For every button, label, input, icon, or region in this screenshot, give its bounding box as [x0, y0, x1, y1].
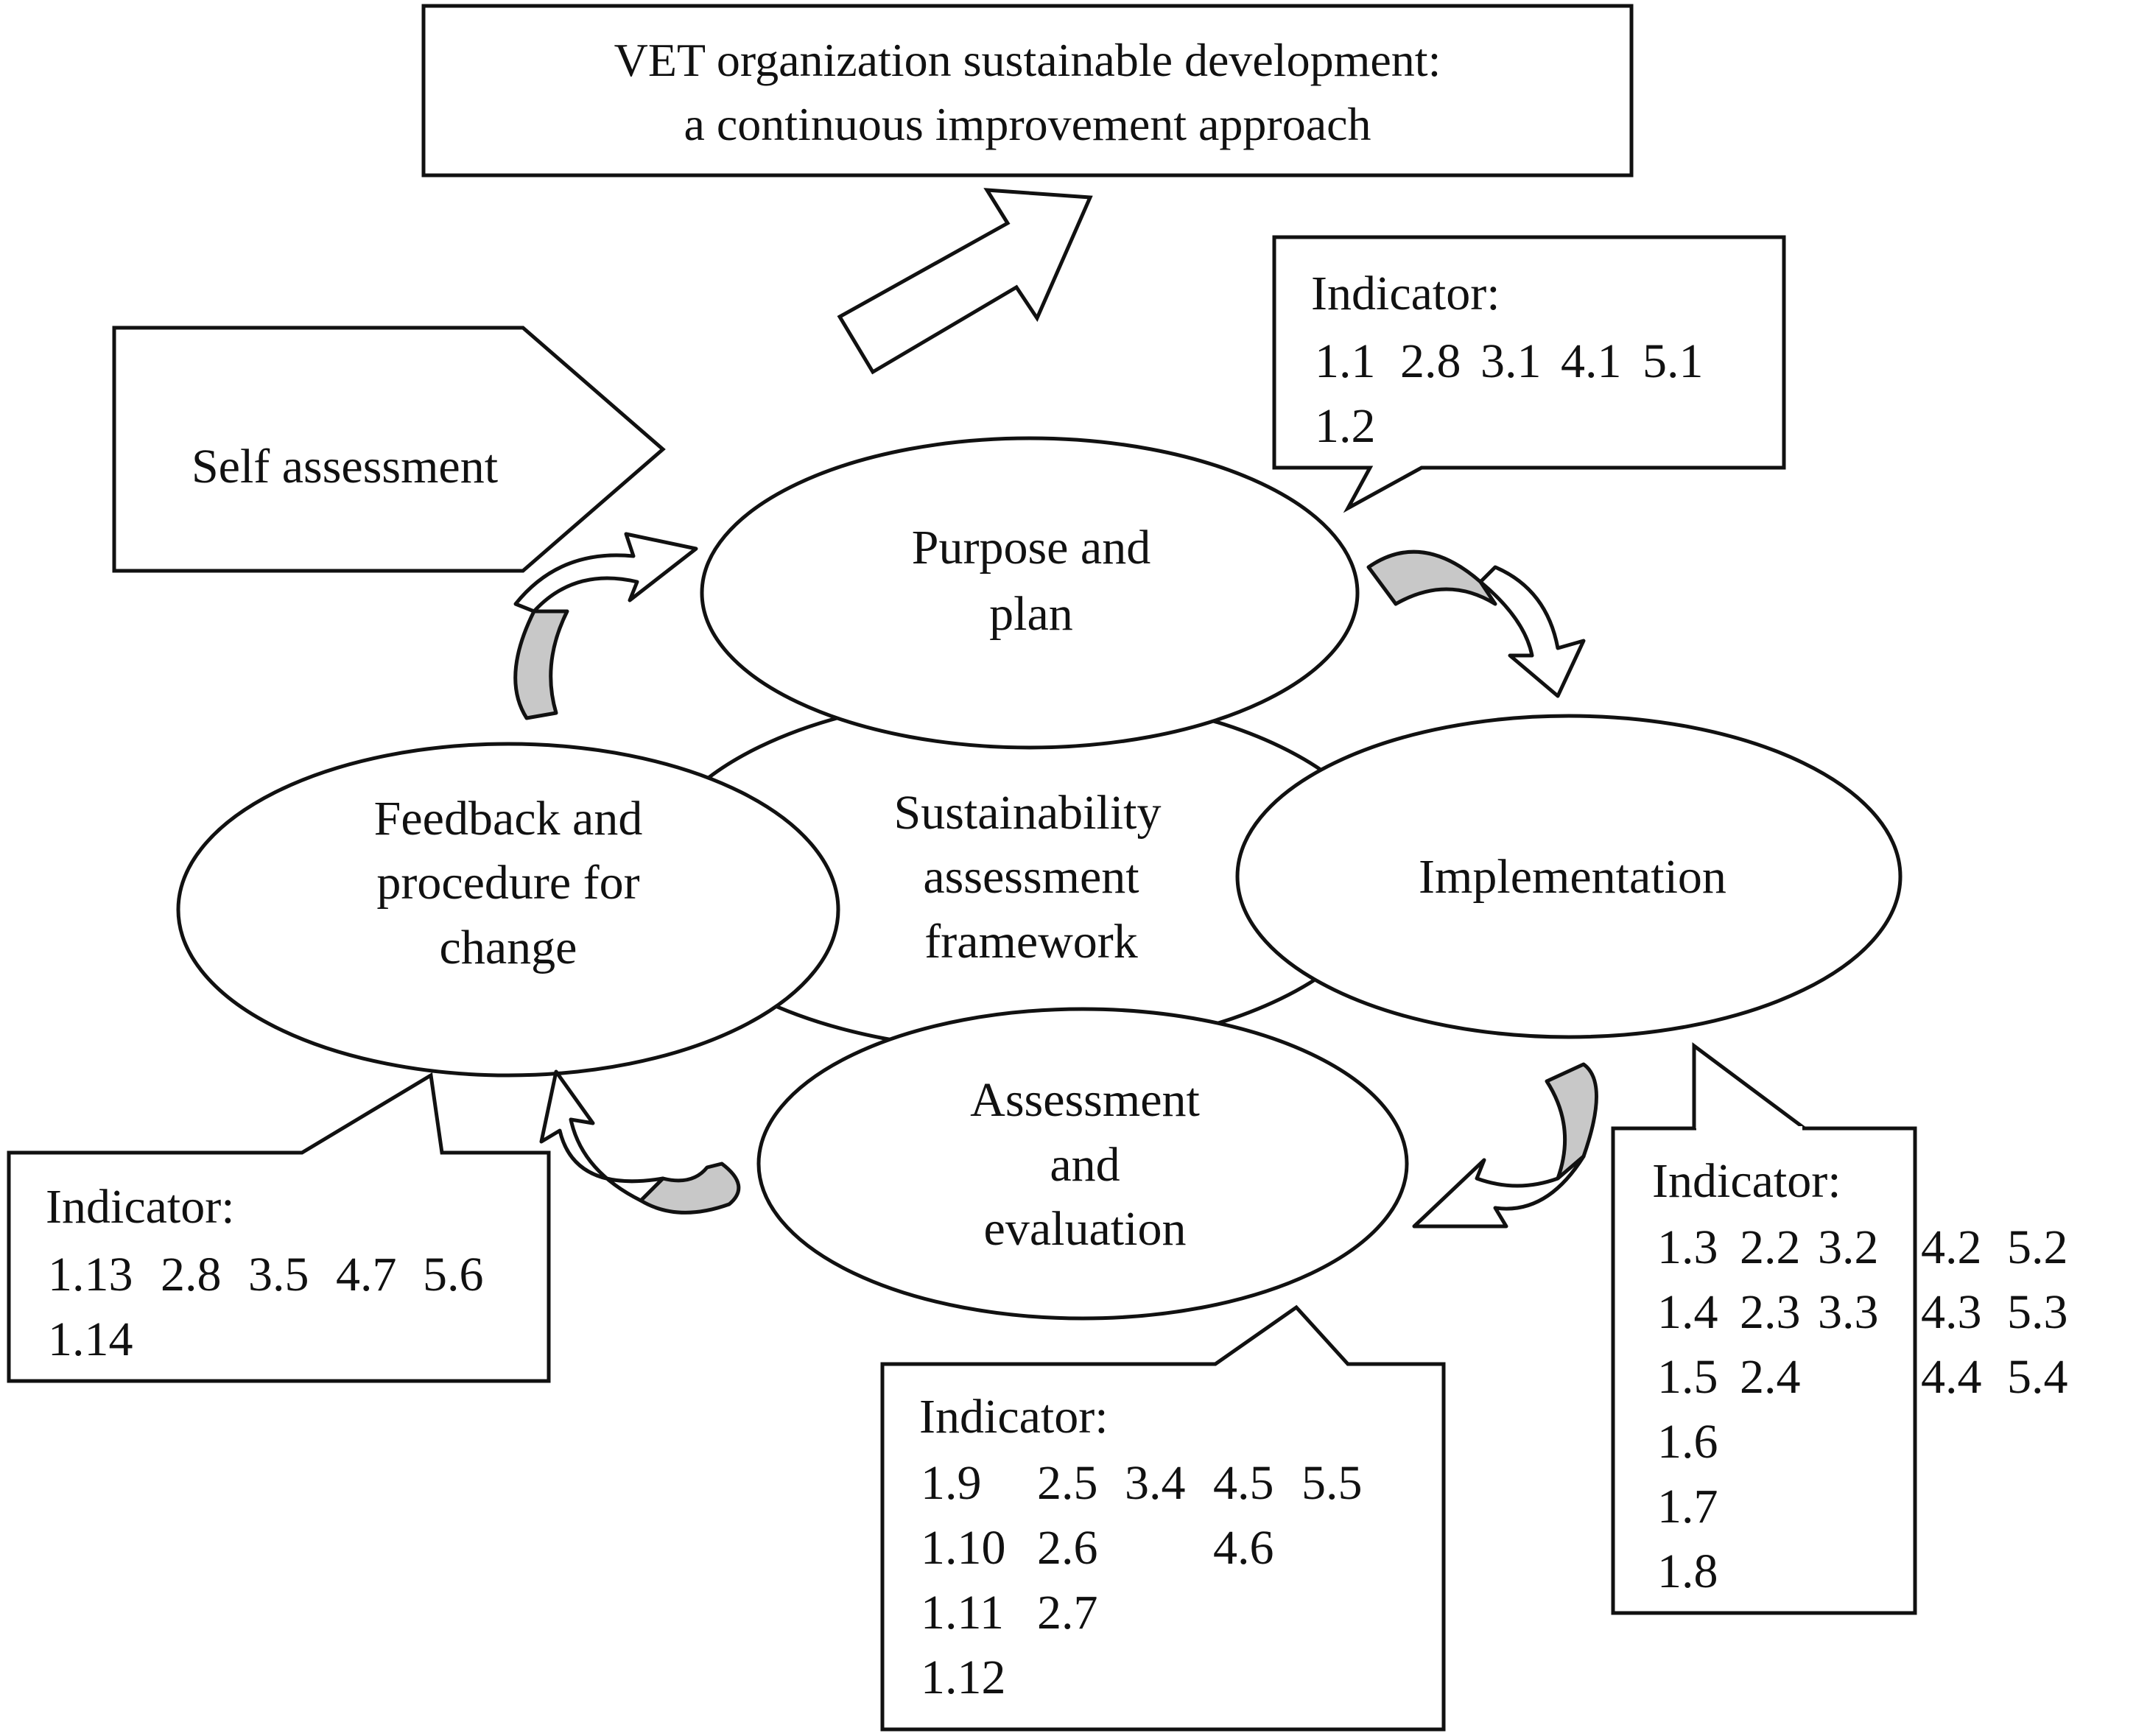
title-line-1: VET organization sustainable development…: [614, 34, 1441, 86]
callout-feedback-indicator-5-6: 5.6: [423, 1248, 484, 1301]
callout-purpose-rows: 1.1 2.8 3.1 4.1 5.1 1.2: [1315, 334, 1704, 453]
callout-assessment-indicator-2-5: 2.5: [1037, 1456, 1098, 1510]
improvement-arrow: [837, 188, 1093, 375]
callout-implementation-indicator-5-2: 5.2: [2007, 1220, 2068, 1274]
stage-assessment-line-3: evaluation: [984, 1202, 1187, 1256]
stage-feedback-line-1: Feedback and: [374, 792, 643, 846]
callout-implementation-pointer: [1692, 1042, 1806, 1131]
callout-purpose-heading: Indicator:: [1311, 267, 1500, 320]
callout-feedback-heading: Indicator:: [46, 1180, 235, 1234]
callout-assessment-rows: 1.9 2.5 3.4 4.5 5.5 1.10 2.6 4.6 1.11 2.7 1.12: [921, 1456, 1363, 1704]
stage-assessment-line-2: and: [1050, 1138, 1120, 1192]
stage-implementation-line-1: Implementation: [1419, 850, 1726, 904]
callout-implementation-indicator-4-2: 4.2: [1921, 1220, 1982, 1274]
callout-implementation-rows: 1.3 2.2 3.2 4.2 5.2 1.4 2.3 3.3 4.3 5.3 1.5 2.4 4.4 5…: [1657, 1220, 2068, 1598]
callout-implementation-indicator-3-2: 3.2: [1818, 1220, 1879, 1274]
callout-purpose-indicator-2-8: 2.8: [1400, 334, 1461, 388]
callout-implementation-indicator-5-4: 5.4: [2007, 1350, 2068, 1404]
center-line-2: assessment: [923, 850, 1139, 904]
stage-assessment-ellipse: [756, 1007, 1409, 1321]
stage-feedback-line-3: change: [440, 921, 577, 974]
callout-assessment-heading: Indicator:: [919, 1390, 1109, 1444]
callout-feedback-indicator-4-7: 4.7: [336, 1248, 397, 1301]
title-box: [421, 4, 1634, 178]
callout-implementation-indicator-1-3: 1.3: [1657, 1220, 1718, 1274]
stage-purpose-ellipse: [700, 436, 1360, 750]
callout-assessment-indicator-1-12: 1.12: [921, 1651, 1006, 1704]
callout-purpose-indicator-3-1: 3.1: [1480, 334, 1542, 388]
callout-feedback-indicator-2-8: 2.8: [161, 1248, 222, 1301]
cycle-arrow-purpose-to-implementation: [1366, 549, 1586, 698]
callout-assessment-indicator-2-7: 2.7: [1037, 1586, 1098, 1640]
callout-assessment-indicator-4-5: 4.5: [1213, 1456, 1274, 1510]
self-assessment-box: [112, 326, 666, 573]
callout-purpose-indicator-5-1: 5.1: [1643, 334, 1704, 388]
cycle-arrow-assessment-to-feedback: [539, 1069, 741, 1215]
callout-implementation: [1611, 1126, 1917, 1615]
callout-assessment-indicator-1-11: 1.11: [921, 1586, 1004, 1640]
callout-assessment: [880, 1304, 1446, 1732]
cycle-arrow-feedback-to-purpose: [513, 532, 698, 720]
callout-purpose-indicator-1-2: 1.2: [1315, 399, 1376, 453]
callout-feedback: [7, 1072, 551, 1383]
self-assessment-label: Self assessment: [192, 440, 498, 493]
callout-implementation-indicator-1-5: 1.5: [1657, 1350, 1718, 1404]
stage-feedback-line-2: procedure for: [376, 856, 639, 910]
center-line-3: framework: [924, 915, 1138, 969]
stage-purpose-line-2: plan: [989, 587, 1073, 641]
stage-implementation-ellipse: [1235, 714, 1903, 1039]
callout-feedback-indicator-3-5: 3.5: [248, 1248, 309, 1301]
callout-implementation-heading: Indicator:: [1652, 1154, 1841, 1208]
callout-feedback-rows: 1.13 2.8 3.5 4.7 5.6 1.14: [48, 1248, 484, 1366]
callout-assessment-indicator-1-9: 1.9: [921, 1456, 982, 1510]
callout-feedback-indicator-1-14: 1.14: [48, 1312, 133, 1366]
center-line-1: Sustainability: [894, 786, 1162, 840]
callout-implementation-indicator-3-3: 3.3: [1818, 1285, 1879, 1339]
callout-implementation-indicator-4-4: 4.4: [1921, 1350, 1982, 1404]
callout-purpose-indicator-4-1: 4.1: [1561, 334, 1622, 388]
callout-implementation-indicator-1-6: 1.6: [1657, 1415, 1718, 1469]
callout-purpose: [1272, 235, 1786, 513]
callout-implementation-indicator-1-8: 1.8: [1657, 1545, 1718, 1598]
callout-implementation-indicator-2-3: 2.3: [1740, 1285, 1801, 1339]
callout-implementation-indicator-1-4: 1.4: [1657, 1285, 1718, 1339]
callout-implementation-indicator-1-7: 1.7: [1657, 1480, 1718, 1533]
stage-feedback-ellipse: [176, 742, 840, 1078]
callout-assessment-indicator-3-4: 3.4: [1125, 1456, 1186, 1510]
callout-purpose-indicator-1-1: 1.1: [1315, 334, 1376, 388]
callout-assessment-indicator-2-6: 2.6: [1037, 1521, 1098, 1575]
title-line-2: a continuous improvement approach: [684, 98, 1371, 150]
callout-assessment-indicator-4-6: 4.6: [1213, 1521, 1274, 1575]
stage-assessment-line-1: Assessment: [970, 1073, 1200, 1127]
callout-assessment-indicator-5-5: 5.5: [1301, 1456, 1363, 1510]
callout-implementation-indicator-4-3: 4.3: [1921, 1285, 1982, 1339]
cycle-arrow-implementation-to-assessment: [1412, 1062, 1598, 1229]
callout-feedback-indicator-1-13: 1.13: [48, 1248, 133, 1301]
callout-assessment-indicator-1-10: 1.10: [921, 1521, 1006, 1575]
stage-purpose-line-1: Purpose and: [912, 521, 1150, 574]
callout-implementation-indicator-5-3: 5.3: [2007, 1285, 2068, 1339]
callout-implementation-indicator-2-2: 2.2: [1740, 1220, 1801, 1274]
callout-implementation-indicator-2-4: 2.4: [1740, 1350, 1801, 1404]
